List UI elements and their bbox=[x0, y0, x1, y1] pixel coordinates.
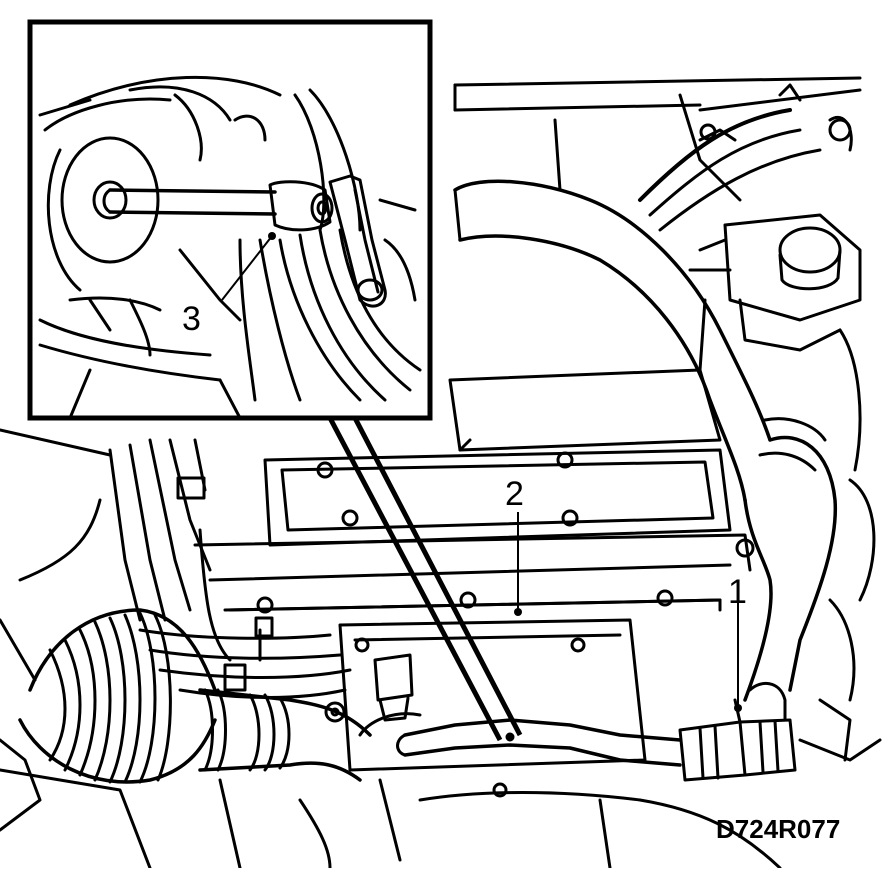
leader-2 bbox=[514, 512, 522, 616]
pointer-dot-3 bbox=[268, 232, 276, 240]
figure-reference-code: D724R077 bbox=[716, 814, 840, 844]
inset-pointer-lines bbox=[327, 416, 523, 742]
engine-bay-line-art bbox=[0, 76, 882, 870]
callout-2-label: 2 bbox=[505, 475, 524, 513]
callout-3-label: 3 bbox=[182, 300, 201, 338]
inset-frame bbox=[27, 19, 433, 421]
callout-1-label: 1 bbox=[728, 573, 747, 611]
leader-1 bbox=[734, 603, 742, 712]
inset-line-art bbox=[38, 75, 422, 420]
leader-line-3 bbox=[221, 235, 273, 301]
detail-inset bbox=[27, 19, 433, 421]
